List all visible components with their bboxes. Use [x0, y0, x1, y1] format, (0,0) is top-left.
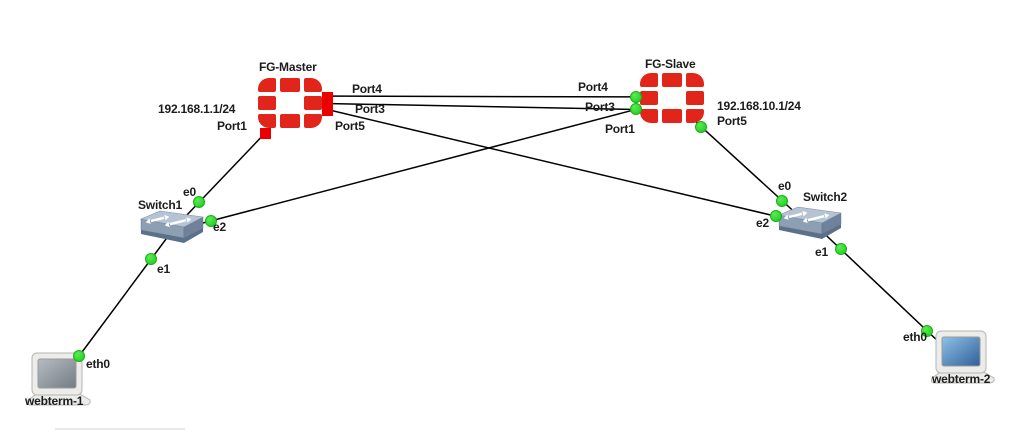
status-up-dot-switch2-e0 — [776, 195, 788, 207]
brick — [258, 96, 276, 110]
status-up-dot-switch1-e0 — [193, 196, 205, 208]
port-label-switch2-e1[interactable]: e1 — [815, 245, 828, 259]
webterm2-icon[interactable] — [928, 330, 996, 393]
link-fgmaster-port3-fgslave-port3[interactable] — [299, 102, 666, 111]
port-label-fgslave-port5[interactable]: Port5 — [717, 114, 747, 128]
brick — [304, 78, 322, 92]
faint-horizontal-line — [55, 428, 185, 430]
port-label-fgmaster-port3[interactable]: Port3 — [355, 102, 385, 116]
status-up-dot-switch1-e2 — [205, 215, 217, 227]
port-label-fgslave-port1[interactable]: Port1 — [605, 122, 635, 136]
node-label-webterm2[interactable]: webterm-2 — [932, 372, 991, 386]
fortigate-master-icon[interactable] — [258, 78, 322, 128]
port-label-switch1-e2[interactable]: e2 — [213, 220, 226, 234]
port-label-fgslave-port4[interactable]: Port4 — [578, 80, 608, 94]
port-label-switch1-e1[interactable]: e1 — [157, 262, 170, 276]
port-label-webterm1-eth0[interactable]: eth0 — [86, 357, 110, 371]
node-label-webterm1[interactable]: webterm-1 — [25, 394, 84, 408]
port-label-switch2-e2[interactable]: e2 — [756, 216, 769, 230]
node-label-fg-master[interactable]: FG-Master — [259, 60, 317, 74]
link-fgmaster-port4-fgslave-port4[interactable] — [299, 95, 666, 98]
status-down-marker-fgmaster-right-ports — [322, 92, 333, 116]
status-down-marker-fgmaster-port1 — [260, 128, 271, 139]
node-label-fg-slave[interactable]: FG-Slave — [645, 57, 696, 71]
brick — [304, 114, 322, 128]
link-fgmaster-port5-switch2-e2[interactable] — [299, 102, 801, 223]
port-label-switch2-e0[interactable]: e0 — [778, 179, 791, 193]
node-label-switch2[interactable]: Switch2 — [803, 190, 847, 204]
brick — [280, 114, 300, 128]
ip-label-fg-master[interactable]: 192.168.1.1/24 — [158, 102, 236, 116]
link-fgslave-port1-switch1-e2[interactable] — [179, 100, 669, 230]
status-up-dot-switch2-e1 — [835, 243, 847, 255]
webterm1-icon[interactable] — [24, 352, 92, 415]
switch2-icon[interactable] — [777, 206, 842, 246]
node-label-switch1[interactable]: Switch1 — [138, 198, 182, 212]
brick — [258, 78, 276, 92]
brick — [304, 96, 322, 110]
brick — [258, 114, 276, 128]
port-label-fgmaster-port4[interactable]: Port4 — [352, 82, 382, 96]
brick — [686, 109, 704, 123]
status-up-dot-fgslave-port5 — [695, 121, 707, 133]
port-label-fgmaster-port1[interactable]: Port1 — [217, 119, 247, 133]
status-up-dot-webterm1-eth0 — [73, 350, 85, 362]
port-label-switch1-e0[interactable]: e0 — [183, 185, 196, 199]
switch1-icon[interactable] — [139, 210, 204, 250]
status-up-dot-fgslave-port3 — [630, 103, 642, 115]
port-label-webterm2-eth0[interactable]: eth0 — [903, 330, 927, 344]
status-up-dot-switch2-e2 — [770, 210, 782, 222]
brick — [686, 73, 704, 87]
port-label-fgmaster-port5[interactable]: Port5 — [335, 119, 365, 133]
port-label-fgslave-port3[interactable]: Port3 — [585, 100, 615, 114]
brick — [640, 73, 658, 87]
brick — [280, 78, 300, 92]
brick — [640, 109, 658, 123]
brick — [640, 91, 658, 105]
brick — [662, 109, 682, 123]
status-up-dot-fgslave-port4 — [630, 91, 642, 103]
brick — [662, 73, 682, 87]
status-up-dot-switch1-e1 — [145, 253, 157, 265]
brick — [686, 91, 704, 105]
status-up-dot-webterm2-eth0 — [921, 325, 933, 337]
fortigate-slave-icon[interactable] — [640, 73, 704, 123]
ip-label-fg-slave[interactable]: 192.168.10.1/24 — [717, 99, 801, 113]
